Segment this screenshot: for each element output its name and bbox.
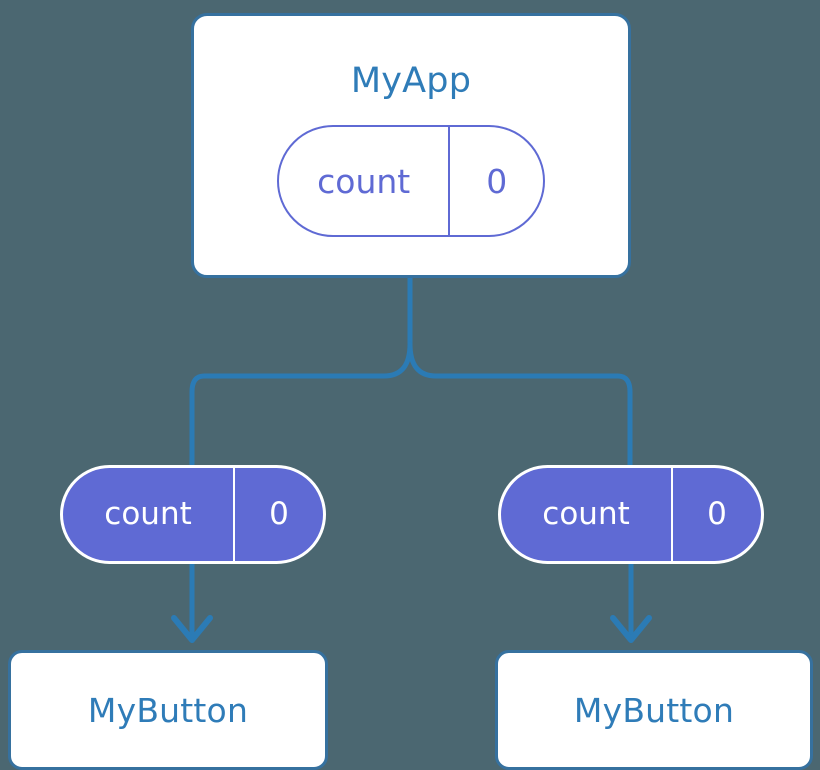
left-prop-arrow <box>171 563 213 643</box>
right-branch-connector <box>407 341 633 469</box>
root-component-label: MyApp <box>350 61 472 101</box>
right-prop-arrow <box>610 563 652 643</box>
right-prop-pill-key: count <box>501 468 674 561</box>
right-leaf-component-label: MyButton <box>573 690 735 730</box>
right-prop-pill-value: 0 <box>707 496 727 532</box>
right-prop-pill[interactable]: count 0 <box>498 465 764 564</box>
root-state-pill-key: count <box>279 127 451 235</box>
left-leaf-component-label: MyButton <box>87 690 249 730</box>
left-leaf-component-card[interactable]: MyButton <box>8 650 328 770</box>
left-prop-pill[interactable]: count 0 <box>60 465 326 564</box>
left-prop-pill-value: 0 <box>269 496 289 532</box>
root-state-pill-value: 0 <box>486 161 508 201</box>
left-prop-pill-key: count <box>63 468 236 561</box>
left-branch-connector <box>189 341 413 469</box>
root-state-pill[interactable]: count 0 <box>277 125 545 237</box>
right-leaf-component-card[interactable]: MyButton <box>495 650 813 770</box>
